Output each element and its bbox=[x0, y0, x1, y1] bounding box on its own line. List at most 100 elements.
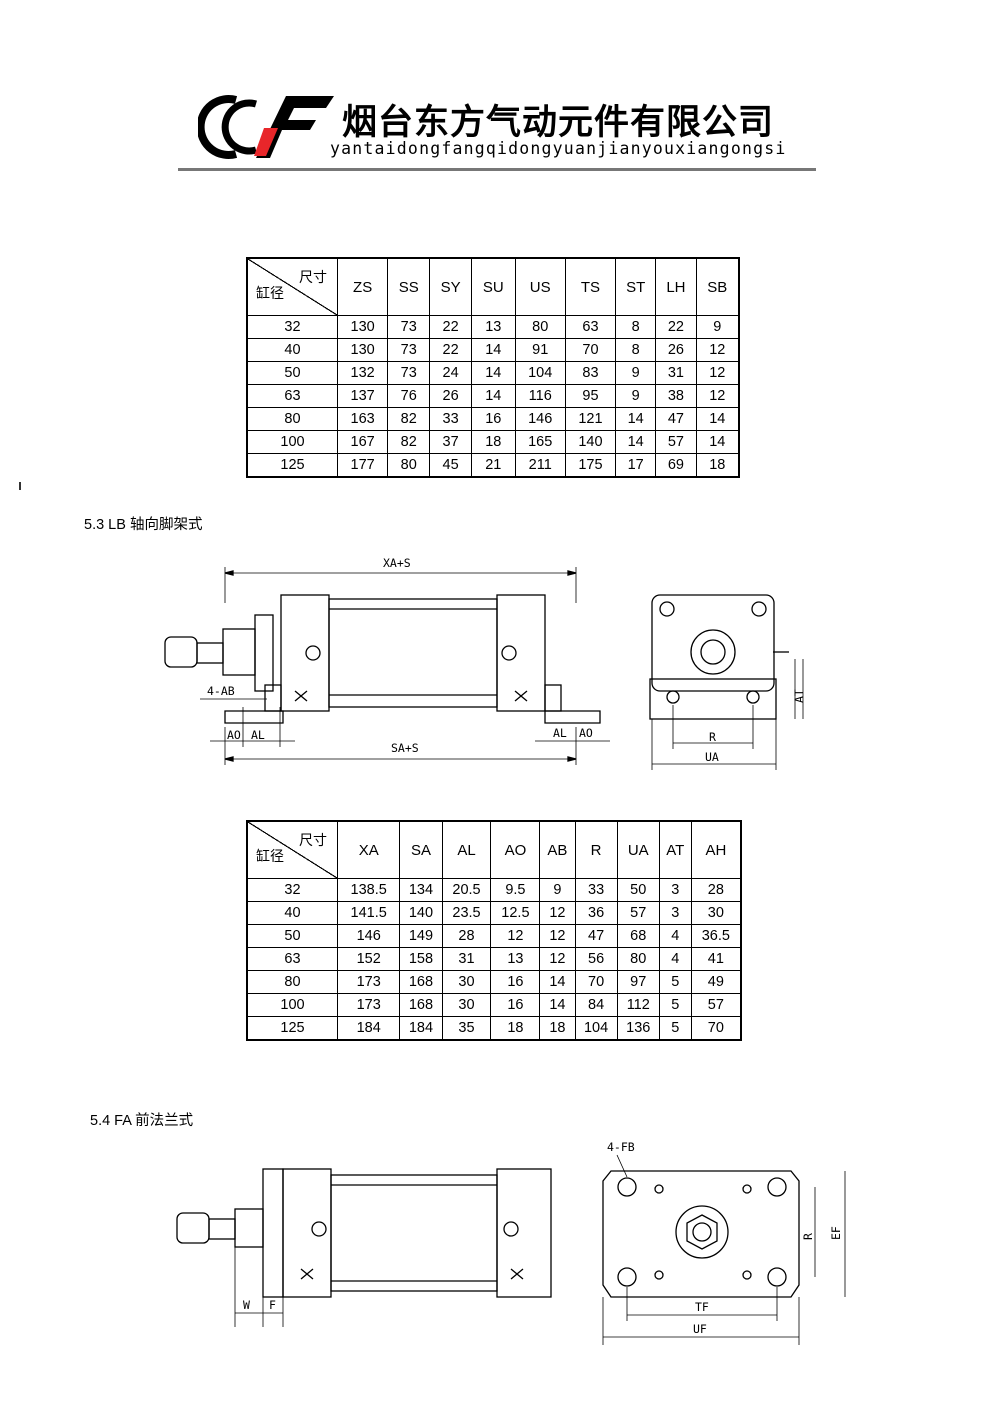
dim-label-at: AT bbox=[792, 689, 806, 703]
dim-label-ao: AO bbox=[227, 728, 241, 742]
table-cell: 36.5 bbox=[690, 924, 742, 948]
table-cell: 36 bbox=[574, 901, 618, 925]
table-cell: 4 bbox=[658, 924, 692, 948]
table-cell: 68 bbox=[616, 924, 660, 948]
column-header: UA bbox=[616, 820, 660, 879]
column-header: TS bbox=[564, 257, 617, 316]
table-cell: 18 bbox=[471, 430, 516, 454]
table-cell: 14 bbox=[615, 407, 657, 431]
lb-end-view bbox=[649, 594, 804, 770]
column-header: ZS bbox=[336, 257, 389, 316]
table-cell: 149 bbox=[399, 924, 443, 948]
fa-side-view bbox=[176, 1168, 552, 1327]
table-cell: 38 bbox=[655, 384, 697, 408]
table-cell: 33 bbox=[429, 407, 473, 431]
table-cell: 132 bbox=[336, 361, 389, 385]
table-cell: 112 bbox=[616, 993, 660, 1017]
bore-cell: 80 bbox=[246, 970, 338, 994]
dim-label-ao-right: AO bbox=[579, 726, 593, 740]
column-header: AH bbox=[690, 820, 742, 879]
table-cell: 84 bbox=[574, 993, 618, 1017]
table-cell: 30 bbox=[690, 901, 742, 925]
table-cell: 50 bbox=[616, 878, 660, 902]
fa-mount-drawing: 4-FB W F TF UF R EF bbox=[176, 1140, 846, 1345]
table-cell: 5 bbox=[658, 970, 692, 994]
table-cell: 69 bbox=[655, 453, 697, 478]
table-cell: 3 bbox=[658, 901, 692, 925]
table-cell: 116 bbox=[514, 384, 566, 408]
table-cell: 28 bbox=[690, 878, 742, 902]
table-cell: 41 bbox=[690, 947, 742, 971]
table-cell: 168 bbox=[399, 993, 443, 1017]
table-cell: 152 bbox=[336, 947, 401, 971]
dim-label-ua: UA bbox=[705, 750, 719, 764]
table-cell: 14 bbox=[539, 970, 576, 994]
table-cell: 12 bbox=[539, 947, 576, 971]
table-cell: 83 bbox=[564, 361, 617, 385]
table-header-row: 尺寸 缸径 ZS SS SY SU US TS ST LH SB bbox=[246, 257, 740, 316]
dim-label-al-right: AL bbox=[553, 726, 567, 740]
company-name-cn: 烟台东方气动元件有限公司 bbox=[342, 103, 775, 143]
table-cell: 80 bbox=[514, 315, 566, 339]
table-cell: 130 bbox=[336, 315, 389, 339]
table-cell: 70 bbox=[690, 1016, 742, 1041]
bore-cell: 50 bbox=[246, 924, 338, 948]
fa-end-view bbox=[602, 1154, 846, 1345]
table-cell: 134 bbox=[399, 878, 443, 902]
table-cell: 13 bbox=[471, 315, 516, 339]
table-cell: 12.5 bbox=[490, 901, 541, 925]
table-cell: 9 bbox=[539, 878, 576, 902]
table-cell: 104 bbox=[574, 1016, 618, 1041]
table-cell: 173 bbox=[336, 993, 401, 1017]
table-cell: 5 bbox=[658, 1016, 692, 1041]
table-cell: 70 bbox=[574, 970, 618, 994]
bore-cell: 63 bbox=[246, 384, 338, 408]
table-cell: 47 bbox=[655, 407, 697, 431]
table-cell: 177 bbox=[336, 453, 389, 478]
dim-label-ef: EF bbox=[829, 1226, 843, 1240]
section-title-fa: 5.4 FA 前法兰式 bbox=[90, 1113, 194, 1129]
table-cell: 136 bbox=[616, 1016, 660, 1041]
table-cell: 73 bbox=[387, 315, 431, 339]
table-cell: 12 bbox=[695, 361, 740, 385]
table-cell: 141.5 bbox=[336, 901, 401, 925]
corner-label-size: 尺寸 bbox=[299, 269, 327, 285]
column-header: SY bbox=[429, 257, 473, 316]
table-cell: 80 bbox=[616, 947, 660, 971]
table-cell: 18 bbox=[539, 1016, 576, 1041]
table-cell: 104 bbox=[514, 361, 566, 385]
table-cell: 14 bbox=[471, 384, 516, 408]
table-cell: 24 bbox=[429, 361, 473, 385]
table-cell: 91 bbox=[514, 338, 566, 362]
table-cell: 5 bbox=[658, 993, 692, 1017]
table-cell: 31 bbox=[441, 947, 492, 971]
corner-label-bore: 缸径 bbox=[256, 285, 284, 301]
bore-cell: 63 bbox=[246, 947, 338, 971]
header-divider bbox=[178, 168, 816, 171]
dim-label-f: F bbox=[269, 1298, 276, 1312]
table-cell: 3 bbox=[658, 878, 692, 902]
dim-label-r-fa: R bbox=[801, 1233, 815, 1240]
bore-cell: 100 bbox=[246, 993, 338, 1017]
table-cell: 184 bbox=[399, 1016, 443, 1041]
table-cell: 76 bbox=[387, 384, 431, 408]
dim-label-uf: UF bbox=[693, 1322, 707, 1336]
table-cell: 23.5 bbox=[441, 901, 492, 925]
table-cell: 175 bbox=[564, 453, 617, 478]
table-cell: 14 bbox=[695, 430, 740, 454]
table-cell: 49 bbox=[690, 970, 742, 994]
column-header: SU bbox=[471, 257, 516, 316]
table-cell: 12 bbox=[490, 924, 541, 948]
